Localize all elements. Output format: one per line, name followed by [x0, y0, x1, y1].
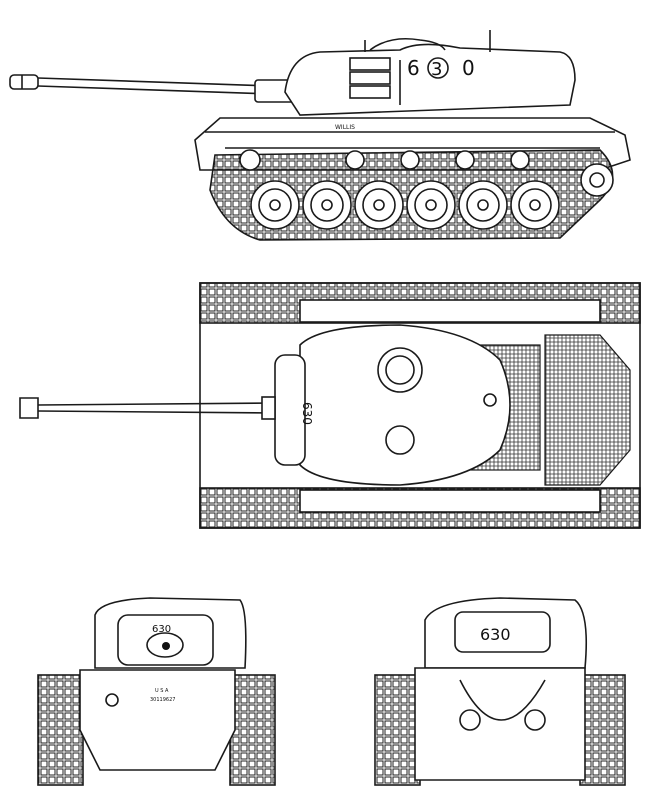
front-country-marking: U S A: [155, 688, 169, 694]
side-number-digit-1: 6: [407, 56, 420, 80]
side-view: 6 3 0 WILLIS: [9, 30, 631, 241]
top-fender-stowage: [299, 299, 601, 513]
front-track-left: [37, 674, 84, 786]
front-registration-marking: 30119627: [150, 697, 175, 703]
top-rear-deck: [544, 334, 631, 486]
rear-track-left: [374, 674, 421, 786]
top-number-marking: 630: [300, 402, 314, 425]
top-view: 630: [19, 282, 641, 529]
side-gun-barrel: [9, 74, 301, 103]
side-turret-stowage: [349, 57, 401, 105]
front-mantlet: [117, 614, 214, 666]
rear-track-right: [579, 674, 626, 786]
side-name-marking: WILLIS: [335, 124, 355, 131]
rear-number-marking: 630: [480, 625, 511, 644]
side-number-digit-2: 3: [431, 59, 442, 80]
front-hull: [79, 669, 236, 771]
side-return-rollers: [239, 149, 614, 197]
rear-hull: [414, 667, 586, 781]
side-turret: [284, 43, 576, 116]
top-turret: [299, 324, 511, 486]
side-number-digit-3: 0: [462, 56, 475, 80]
top-gun-barrel: [19, 396, 276, 420]
front-number-marking: 630: [152, 624, 171, 635]
side-road-wheels: [250, 180, 560, 230]
front-track-right: [229, 674, 276, 786]
front-view: 630 U S A 30119627: [37, 597, 276, 786]
rear-view: 630: [374, 597, 626, 786]
